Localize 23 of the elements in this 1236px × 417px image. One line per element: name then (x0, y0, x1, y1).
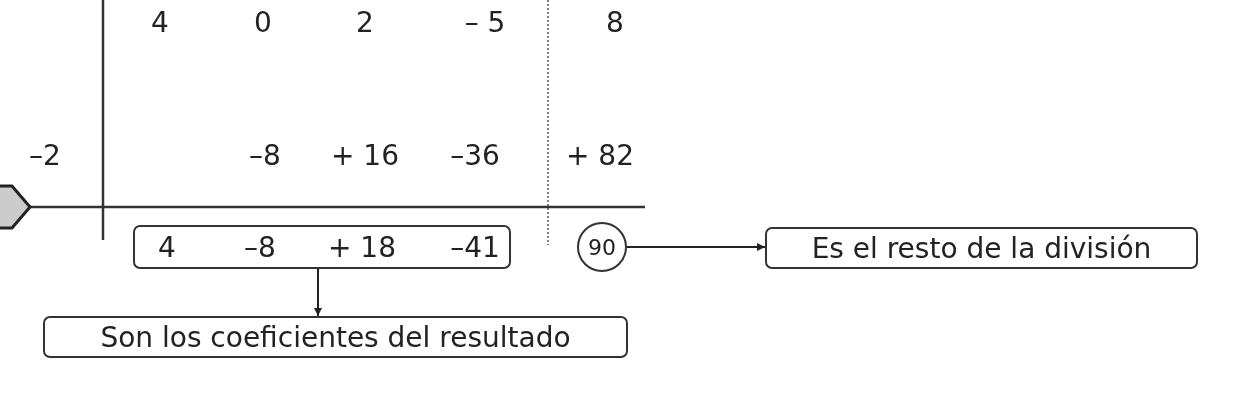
note-text: Son los coeficientes del resultado (100, 320, 571, 354)
remainder-text: 90 (588, 234, 616, 260)
number-label: 2 (356, 5, 374, 39)
number-label: + 82 (566, 138, 634, 172)
coefficient-text: –8 (244, 230, 276, 264)
number-label: 4 (151, 5, 169, 39)
note-box (43, 316, 628, 358)
coefficient-text: –41 (450, 230, 500, 264)
number-label: – 5 (464, 5, 506, 39)
arrow (314, 268, 322, 317)
note-text: Es el resto de la división (811, 231, 1152, 265)
coefficient-text: + 18 (328, 230, 396, 264)
number-label: 8 (606, 5, 624, 39)
number-label: –2 (29, 138, 61, 172)
number-label: –8 (249, 138, 281, 172)
note-box (765, 227, 1198, 269)
result-coefficients-box (133, 225, 511, 269)
remainder-circle (577, 222, 627, 272)
number-label: 0 (254, 5, 272, 39)
number-label: –36 (450, 138, 500, 172)
number-label: + 16 (331, 138, 399, 172)
coefficient-text: 4 (158, 230, 176, 264)
arrow (626, 243, 766, 251)
